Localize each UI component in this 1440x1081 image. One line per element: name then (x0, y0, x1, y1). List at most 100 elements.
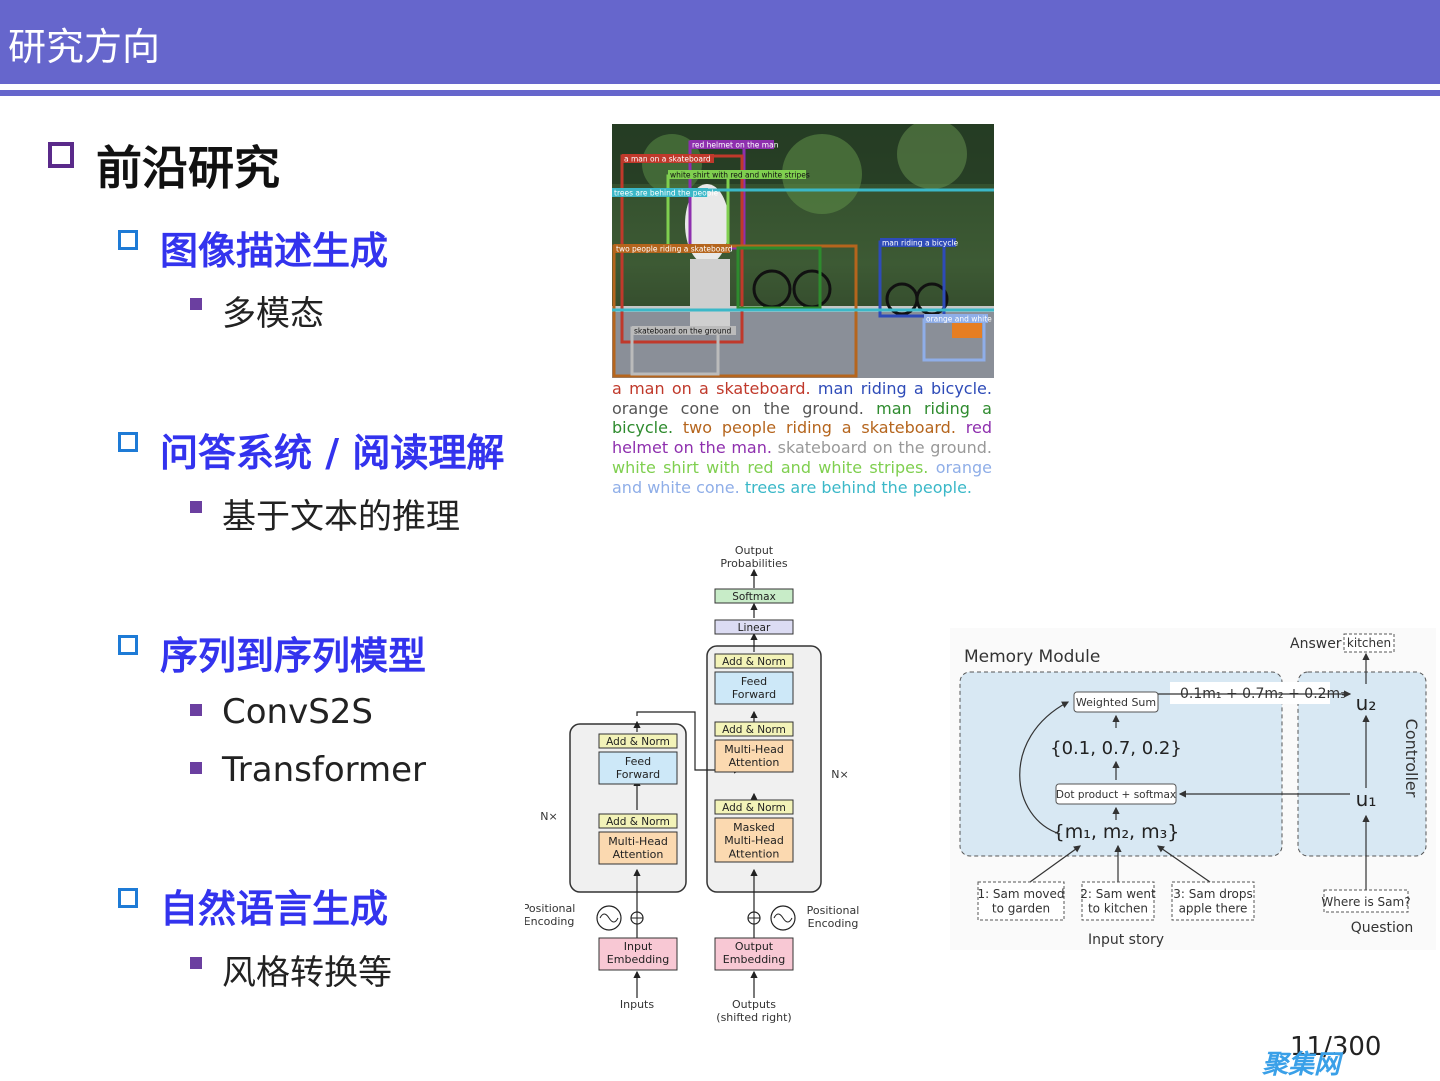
page-number: 11/300 (1290, 1032, 1382, 1062)
masked-attention-box (714, 817, 794, 863)
multi-head-attention-box (598, 831, 678, 865)
section-item: 风格转换等 (222, 953, 392, 993)
add-norm-label: Add & Norm (722, 656, 786, 668)
answer-box (1343, 633, 1395, 653)
l3-bullet-icon (190, 704, 202, 716)
memories-label: {m₁, m₂, m₃} (1053, 821, 1180, 843)
story-box (1081, 881, 1155, 921)
section-heading: 问答系统 / 阅读理解 (160, 431, 505, 475)
l2-bullet-icon (118, 432, 138, 452)
caption-segment: man riding a bicycle. (817, 379, 992, 398)
caption-segment: man riding a bicycle. (612, 398, 992, 438)
outputs-label: Outputs(shifted right) (716, 998, 791, 1024)
caption-segment: white shirt with red and white stripes. (612, 457, 929, 477)
question-box (1323, 889, 1409, 913)
watermark: 聚集网 (1262, 1050, 1341, 1080)
caption-segment: two people riding a skateboard. (682, 418, 956, 438)
box-label: a man on a skateboard (624, 155, 711, 164)
box-label: orange and white (926, 315, 992, 324)
box-label: red helmet on the man (692, 141, 779, 150)
box-label: man riding a bicycle (882, 239, 959, 248)
caption-segment: a man on a skateboard. (612, 379, 811, 398)
dense-caption-photo: red helmet on the man a man on a skatebo… (612, 124, 994, 378)
header-bar: 研究方向 (0, 0, 1440, 84)
l1-heading: 前沿研究 (96, 141, 280, 195)
l2-bullet-icon (118, 888, 138, 908)
story-box (1171, 881, 1255, 921)
softmax-box (714, 588, 794, 604)
l3-bullet-icon (190, 957, 202, 969)
u2-label: u₂ (1356, 691, 1377, 715)
controller-panel (1297, 671, 1427, 857)
slide-title: 研究方向 (8, 25, 161, 69)
box-label: white shirt with red and white stripes (670, 171, 810, 180)
encoder-stack (569, 723, 687, 893)
weighted-sum-label: Weighted Sum (1076, 696, 1156, 709)
formula-box (1170, 682, 1330, 704)
add-norm-box (598, 733, 678, 749)
caption-segment: trees are behind the people. (744, 477, 973, 497)
controller-label: Controller (1402, 719, 1421, 798)
add-norm-box (714, 799, 794, 815)
section-item: 多模态 (222, 294, 324, 334)
add-norm-label: Add & Norm (606, 816, 670, 828)
feed-forward-box (598, 751, 678, 785)
dot-product-box (1055, 783, 1177, 805)
weights-label: {0.1, 0.7, 0.2} (1050, 738, 1182, 759)
section-item: Transformer (222, 750, 427, 790)
story-box (977, 881, 1065, 921)
section-heading: 图像描述生成 (160, 229, 389, 273)
linear-box (714, 619, 794, 635)
add-norm-label: Add & Norm (722, 802, 786, 814)
answer-value: kitchen (1347, 636, 1391, 650)
question-label: Question (1351, 920, 1414, 936)
dense-caption-text: a man on a skateboard. man riding a bicy… (612, 379, 992, 497)
l3-bullet-icon (190, 762, 202, 774)
linear-label: Linear (738, 622, 771, 634)
box-bicycle-green (736, 246, 822, 310)
section-heading: 自然语言生成 (160, 887, 389, 931)
answer-label: Answer (1290, 636, 1342, 652)
add-norm-box (598, 813, 678, 829)
feed-forward-box (714, 671, 794, 705)
box-label: two people riding a skateboard (616, 245, 733, 254)
caption-segment: orange cone on the ground. (612, 398, 864, 418)
header-accent-line (0, 90, 1440, 96)
nx-label-encoder: N× (540, 810, 557, 823)
u1-label: u₁ (1356, 787, 1377, 811)
caption-segment: red helmet on the man. (612, 418, 992, 458)
section-item: ConvS2S (222, 692, 374, 732)
l3-bullet-icon (190, 298, 202, 310)
question-text: Where is Sam? (1321, 895, 1410, 909)
softmax-label: Softmax (732, 591, 776, 603)
section-heading: 序列到序列模型 (160, 634, 427, 678)
add-norm-label: Add & Norm (722, 724, 786, 736)
caption-segment: orange and white cone. (612, 457, 992, 497)
output-embedding-box (714, 937, 794, 971)
header-divider (0, 86, 1440, 90)
box-label: skateboard on the ground (634, 327, 732, 336)
l2-bullet-icon (118, 635, 138, 655)
box-label: trees are behind the people (614, 189, 719, 198)
inputs-label: Inputs (620, 998, 654, 1011)
memory-module-label: Memory Module (964, 647, 1100, 667)
input-story-label: Input story (1088, 932, 1164, 948)
section-item: 基于文本的推理 (222, 497, 460, 537)
l1-bullet-icon (48, 142, 74, 168)
add-norm-box (714, 653, 794, 669)
